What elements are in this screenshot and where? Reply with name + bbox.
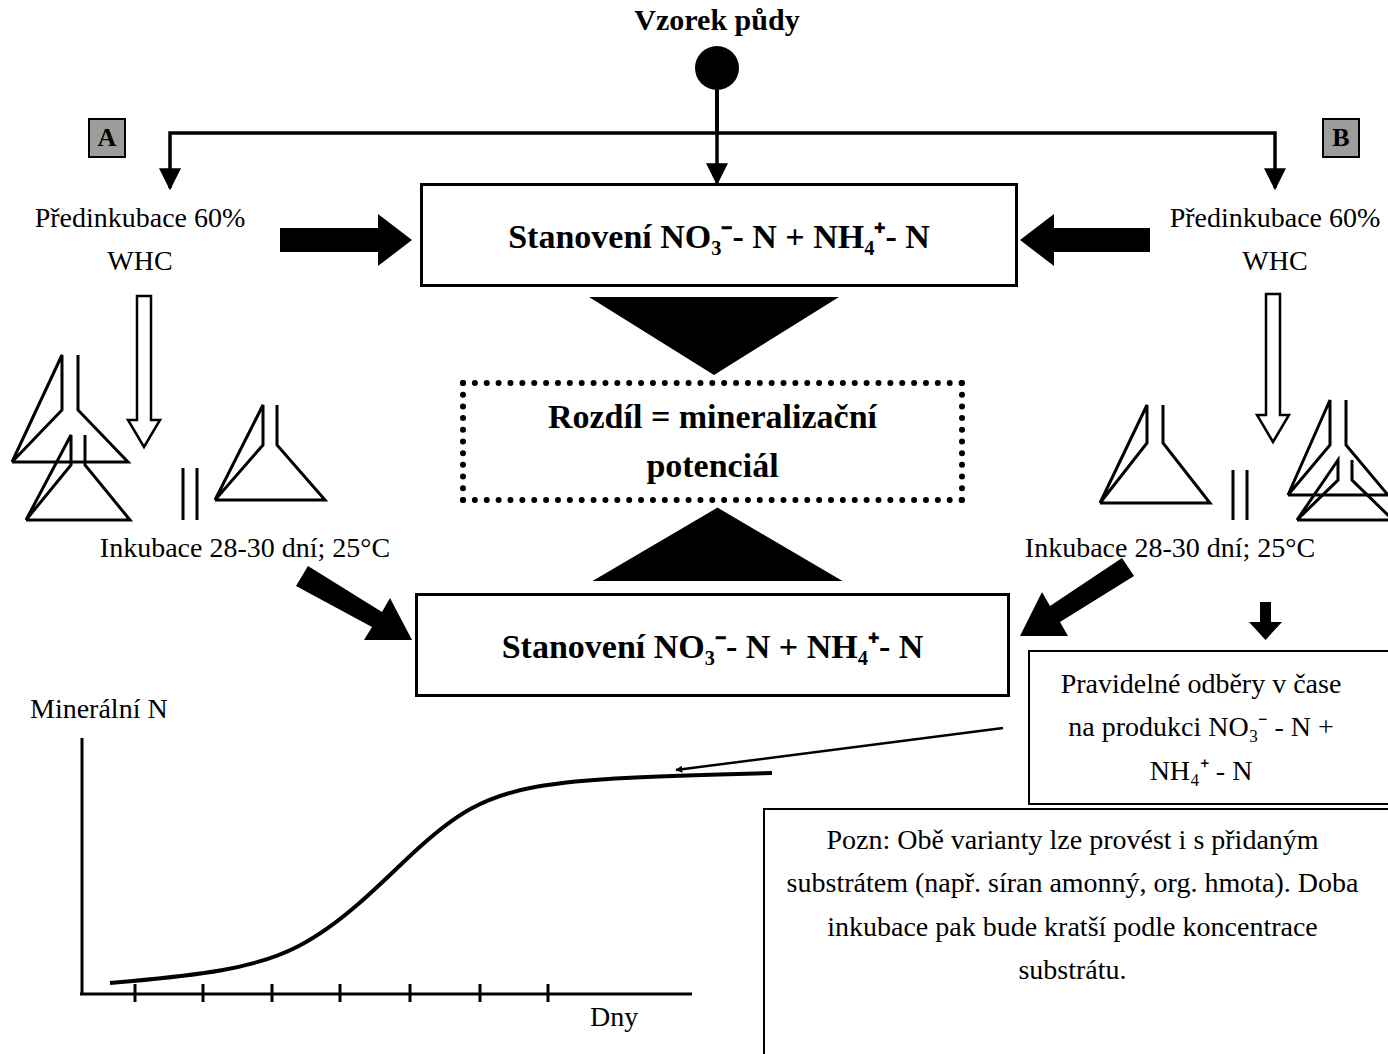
note-box: Pozn: Obě varianty lze provést i s přida… <box>763 808 1388 1054</box>
axis-tick <box>479 984 482 1002</box>
node-text: A <box>98 123 117 153</box>
axis-title: Minerální N <box>30 688 230 730</box>
axis-tick <box>202 984 205 1002</box>
flask <box>183 468 197 520</box>
block-arrow <box>280 214 412 266</box>
incubation-label: Inkubace 28-30 dní; 25°C <box>965 527 1375 569</box>
axis-ticks <box>135 984 548 1002</box>
axis-title: Dny <box>590 996 670 1038</box>
node-text: Pozn: Obě varianty lze provést i s přida… <box>783 818 1362 992</box>
axis-tick <box>339 984 342 1002</box>
preincubation-label: Předinkubace 60% WHC <box>1165 196 1385 283</box>
flask <box>26 435 130 520</box>
leader-arrow <box>676 728 1003 770</box>
axis-tick <box>271 984 274 1002</box>
flask <box>1233 470 1247 520</box>
incubation-flasks <box>12 355 1388 520</box>
variant-tag: A <box>88 118 126 158</box>
block-arrow <box>1020 558 1134 636</box>
flask <box>215 405 325 500</box>
axis-tick <box>547 984 550 1002</box>
branch-arrow <box>717 90 1275 188</box>
sampling-box: Pravidelné odběry v čase na produkci NO₃… <box>1028 650 1388 805</box>
block-arrow <box>296 566 412 640</box>
variant-tag: B <box>1322 118 1360 158</box>
hollow-arrow <box>128 296 160 447</box>
hollow-arrow <box>1257 294 1289 442</box>
result-box: Rozdíl = mineralizační potenciál <box>460 380 965 503</box>
node-text: B <box>1332 123 1349 153</box>
block-arrow <box>1020 214 1150 266</box>
node-text: Rozdíl = mineralizační potenciál <box>490 392 935 491</box>
triangle-arrow <box>593 508 843 581</box>
measurement-box: Stanovení NO₃⁻- N + NH₄⁺- N <box>420 183 1018 287</box>
block-arrow <box>1249 602 1282 640</box>
node-text: Vzorek půdy <box>634 2 799 38</box>
node-text: Pravidelné odběry v čase na produkci NO₃… <box>1044 662 1358 792</box>
incubation-label: Inkubace 28-30 dní; 25°C <box>40 527 450 569</box>
sample-dot: Vzorek půdy <box>695 46 739 90</box>
node-text: Stanovení NO₃⁻- N + NH₄⁺- N <box>502 622 924 668</box>
preincubation-label: Předinkubace 60% WHC <box>30 196 250 283</box>
branch-arrow <box>170 90 717 188</box>
triangle-arrow <box>589 297 839 375</box>
mineralization-curve <box>110 773 772 983</box>
node-text: Stanovení NO₃⁻- N + NH₄⁺- N <box>508 212 930 258</box>
axis-tick <box>409 984 412 1002</box>
measurement-box: Stanovení NO₃⁻- N + NH₄⁺- N <box>415 593 1010 697</box>
graph-axes <box>80 738 692 994</box>
flask <box>1297 460 1388 520</box>
flask <box>1100 405 1210 503</box>
axis-tick <box>134 984 137 1002</box>
